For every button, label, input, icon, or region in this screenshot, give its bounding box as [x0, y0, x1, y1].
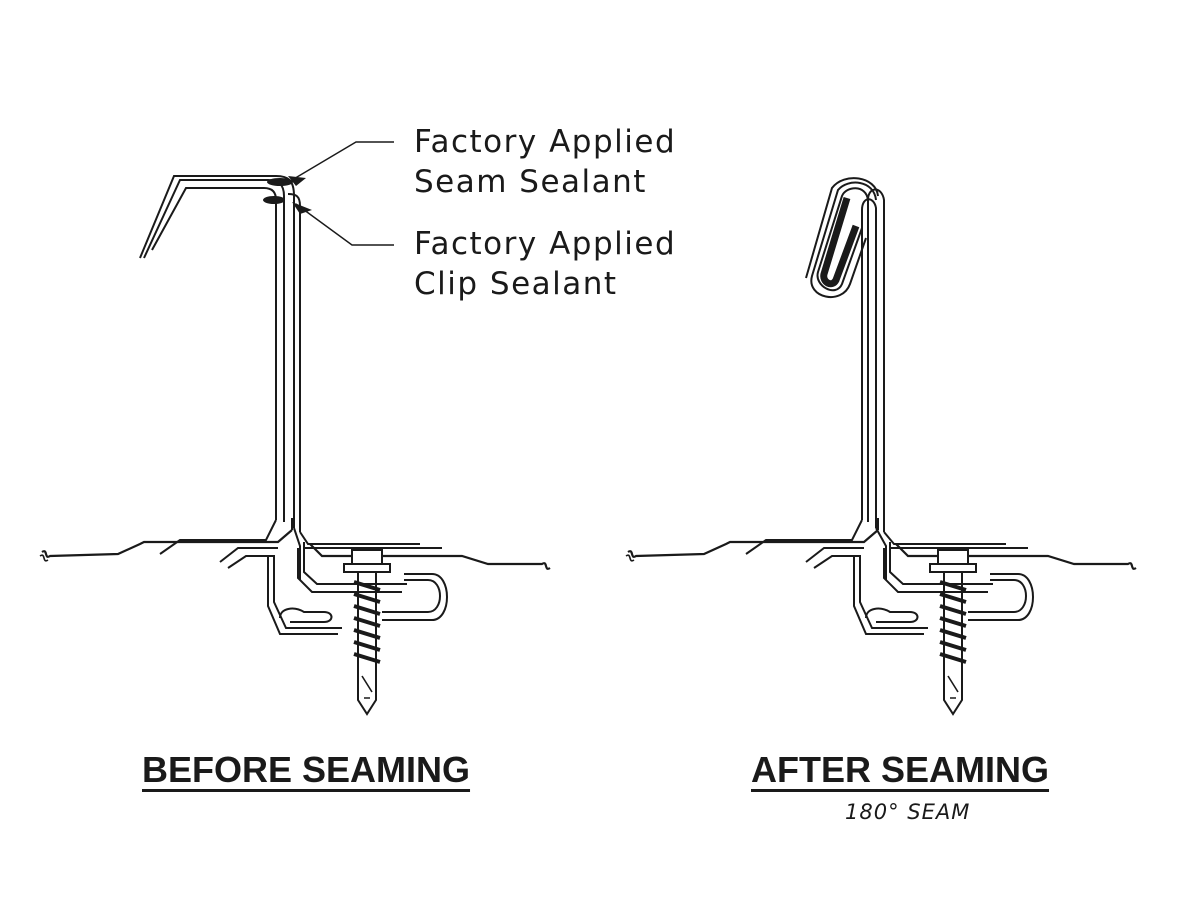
- after-seaming-heading: AFTER SEAMING: [751, 749, 1050, 790]
- before-seaming-heading: BEFORE SEAMING: [142, 749, 471, 790]
- seam-sealant-label-line2: Seam Sealant: [414, 164, 647, 200]
- clip-sealant-callout: Factory Applied Clip Sealant: [414, 224, 676, 304]
- after-seaming-subheading: 180° SEAM: [845, 800, 971, 824]
- seam-sealant-label-line1: Factory Applied: [414, 124, 677, 160]
- clip-sealant-label-line1: Factory Applied: [414, 226, 677, 262]
- seam-sealant-callout: Factory Applied Seam Sealant: [414, 122, 676, 202]
- seam-sealant-bead: [267, 178, 293, 186]
- clip-sealant-bead: [263, 196, 285, 204]
- before-seaming-assembly: [38, 141, 552, 716]
- clip-sealant-label-line2: Clip Sealant: [414, 266, 618, 302]
- after-seaming-assembly: [624, 177, 1138, 716]
